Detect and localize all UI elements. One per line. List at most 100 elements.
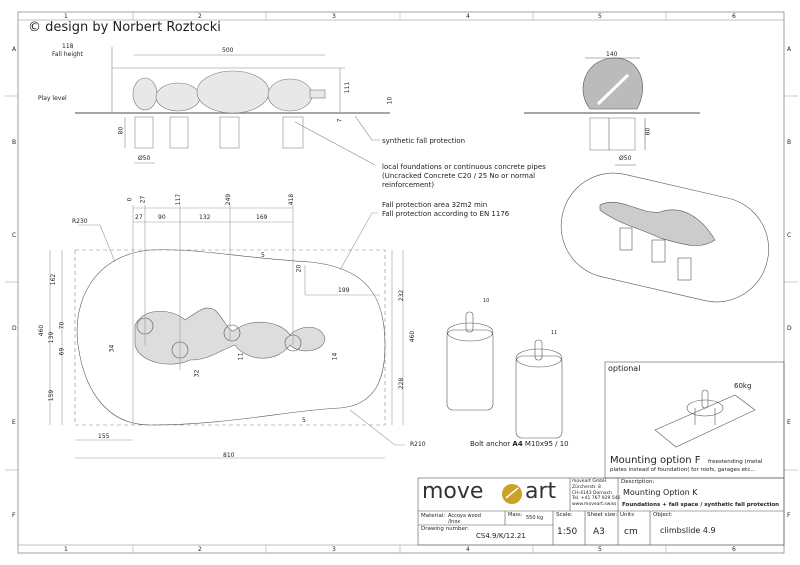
optional-plate	[654, 389, 756, 448]
scale-label: Scale:	[556, 512, 573, 518]
drawing-number-value: CS4.9/K/12.21	[476, 532, 526, 540]
grid-col-3: 3	[332, 13, 336, 20]
dim-top-418: 418	[288, 193, 296, 206]
note-area-1: Fall protection area 32m2 min	[382, 201, 488, 209]
grid-col-2-bottom: 2	[198, 546, 202, 553]
dim-70: 70	[58, 321, 66, 330]
dim-7: 7	[336, 118, 344, 123]
caption-bold: A4	[512, 440, 523, 448]
grid-col-6-bottom: 6	[732, 546, 736, 553]
units-value: cm	[624, 527, 638, 537]
side-view	[524, 57, 700, 166]
object-value: climbslide 4.9	[660, 526, 716, 535]
logo-swirl-icon	[502, 484, 522, 504]
anchor-tag-10: 10	[483, 298, 490, 304]
dim-14: 14	[331, 352, 339, 361]
description-value: Mounting Option K	[623, 488, 698, 497]
company-street: Zürcherstr. 8	[572, 484, 601, 490]
dim-foundation-80: 80	[117, 126, 125, 135]
dim-232: 232	[398, 289, 406, 302]
grid-col-4: 4	[466, 13, 470, 20]
anchor-tag-11: 11	[551, 330, 558, 336]
description-sub: Foundations + fall space / synthetic fal…	[622, 502, 780, 508]
mounting-desc-1: freestending (metal	[708, 459, 763, 465]
grid-ticks	[5, 12, 798, 553]
dim-height-111: 111	[344, 81, 352, 94]
logo-text-move: move	[422, 479, 484, 504]
dim-top-117: 117	[175, 193, 183, 206]
company-info: moveart GmbH Zürcherstr. 8 CH-4143 Dorna…	[572, 479, 620, 508]
dim-diameter: Ø50	[138, 155, 151, 162]
grid-col-1-bottom: 1	[64, 546, 68, 553]
grid-row-a: A	[12, 46, 17, 53]
grid-col-5: 5	[598, 13, 602, 20]
grid-row-c: C	[12, 232, 17, 239]
caption-pre: Bolt anchor	[470, 440, 513, 448]
company-website[interactable]: www.moveart.swiss	[572, 502, 617, 508]
plan-view	[49, 205, 405, 459]
caption-post: M10x95 / 10	[522, 440, 569, 448]
grid-row-c-right: C	[787, 232, 792, 239]
dim-159: 159	[48, 389, 56, 402]
dim-810: 810	[223, 452, 235, 459]
grid-row-d: D	[12, 325, 17, 332]
copyright-title: © design by Norbert Roztocki	[28, 20, 221, 35]
dim-side-diameter: Ø50	[619, 155, 632, 162]
side-elevation	[75, 47, 390, 166]
bolt-anchor-caption: Bolt anchor A4 M10x95 / 10	[470, 440, 569, 448]
grid-col-5-bottom: 5	[598, 546, 602, 553]
radius-r210: R210	[410, 441, 426, 448]
dim-5-top: 5	[261, 252, 265, 259]
note-synthetic: synthetic fall protection	[382, 137, 466, 145]
description-label: Description:	[621, 479, 655, 485]
grid-col-4-bottom: 4	[466, 546, 470, 553]
dim-20: 20	[295, 264, 303, 273]
dim-162: 162	[50, 273, 58, 286]
dim-right-460: 460	[409, 330, 417, 343]
dim-length-500: 500	[222, 47, 234, 54]
dim-199: 199	[338, 287, 350, 294]
dim-top-0: 0	[126, 197, 134, 202]
drawing-number-label: Drawing number:	[421, 526, 469, 532]
object-label: Object:	[653, 512, 673, 518]
bolt-anchors	[446, 311, 563, 439]
note-foundations-1: local foundations or continuous concrete…	[382, 163, 546, 171]
dim-5-bottom: 5	[302, 417, 306, 424]
note-area-2: Fall protection according to EN 1176	[382, 210, 510, 218]
material-label: Material:	[421, 513, 446, 519]
dim-11: 11	[237, 352, 245, 361]
sheet-size-value: A3	[593, 527, 605, 537]
dim-228: 228	[398, 377, 406, 390]
grid-col-1: 1	[64, 13, 68, 20]
company-phone: Tel. +41 767 929 546	[572, 496, 621, 502]
mounting-desc-2: plates instead of foundation( for roofs,…	[610, 467, 756, 473]
grid-col-2: 2	[198, 13, 202, 20]
dim-side-80: 80	[644, 127, 652, 136]
inner-frame	[17, 19, 785, 546]
dim-top-27: 27	[139, 195, 147, 204]
dim-34: 34	[108, 344, 116, 353]
isometric-view	[560, 172, 769, 303]
dim-10: 10	[386, 96, 394, 105]
fall-height-label: Fall height	[52, 51, 83, 58]
grid-row-b: B	[12, 139, 17, 146]
mass-value: 550 kg	[526, 515, 544, 521]
dim-width-140: 140	[606, 51, 618, 58]
dim-total-460: 460	[38, 324, 46, 337]
grid-row-f: F	[12, 512, 16, 519]
note-foundations-2: (Uncracked Concrete C20 / 25 No or norma…	[382, 172, 536, 180]
dim-32: 32	[193, 369, 201, 378]
dim-chain-90: 90	[158, 214, 166, 221]
radius-r230: R230	[72, 218, 88, 225]
grid-row-b-right: B	[787, 139, 792, 146]
optional-title: optional	[608, 364, 641, 373]
dim-chain-169: 169	[256, 214, 268, 221]
material-value: Accoya wood /Inox	[448, 513, 481, 525]
units-label: Units	[620, 512, 635, 518]
fall-height-value: 118	[62, 43, 74, 50]
dim-chain-132: 132	[199, 214, 211, 221]
dim-69: 69	[58, 347, 66, 356]
grid-col-6: 6	[732, 13, 736, 20]
logo-text-art: art	[525, 479, 557, 504]
